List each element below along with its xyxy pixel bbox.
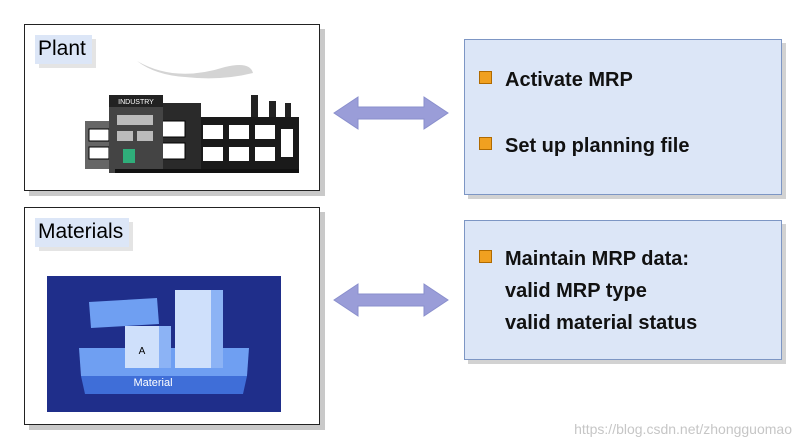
mrp-data-title: Maintain MRP data: [505, 248, 690, 270]
watermark: https://blog.csdn.net/zhongguomao [574, 421, 792, 437]
list-item: Set up planning file [479, 130, 689, 162]
block-letter: A [139, 346, 146, 357]
material-settings-panel: Maintain MRP data: valid MRP type valid … [464, 220, 782, 360]
activate-mrp-text: Activate MRP [505, 69, 633, 91]
material-status-line: valid material status [505, 312, 698, 334]
bullet-icon [479, 71, 492, 84]
material-blocks-icon: A Material [47, 276, 281, 412]
plant-label: Plant [35, 35, 92, 64]
planning-file-text: Set up planning file [505, 135, 690, 157]
materials-link-arrow [333, 283, 449, 317]
plant-settings-panel: Activate MRP Set up planning file [464, 39, 782, 195]
plant-link-arrow [333, 96, 449, 130]
list-item: Activate MRP [479, 64, 633, 96]
mrp-type-line: valid MRP type [505, 280, 647, 302]
bullet-icon [479, 137, 492, 150]
materials-label: Materials [35, 218, 130, 247]
mrp-data-text: Maintain MRP data: valid MRP type valid … [505, 243, 697, 339]
block-caption: Material [133, 377, 172, 389]
factory-sign: INDUSTRY [118, 99, 154, 106]
bullet-icon [479, 250, 492, 263]
list-item: Maintain MRP data: valid MRP type valid … [479, 243, 697, 339]
factory-icon: INDUSTRY [85, 61, 299, 173]
materials-box: Materials A Material [24, 207, 320, 425]
plant-box: Plant INDUSTRY [24, 24, 320, 191]
